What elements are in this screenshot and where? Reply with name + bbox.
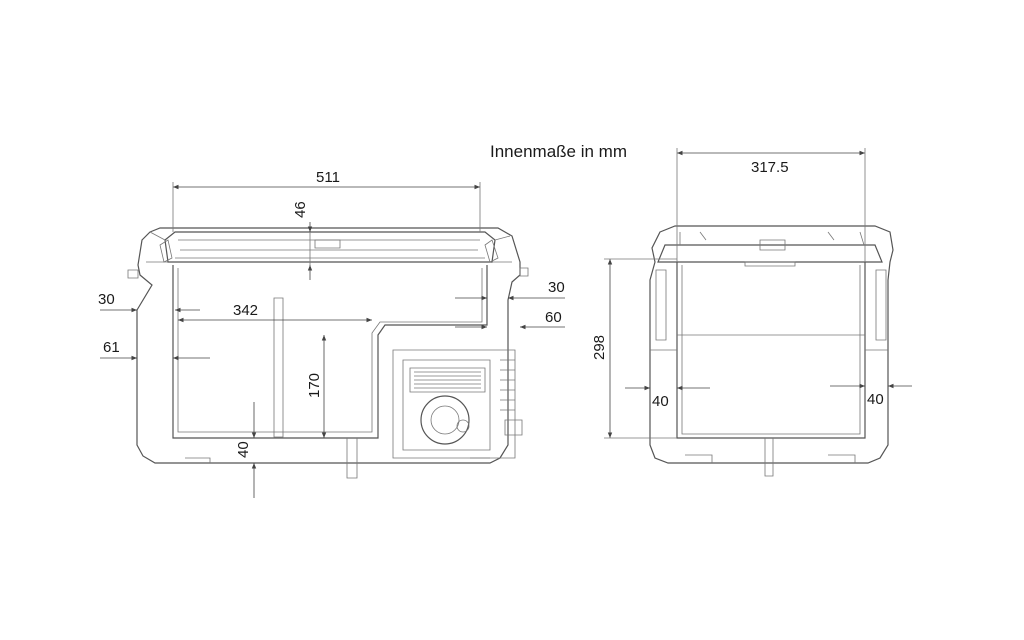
dim-298-label: 298	[591, 335, 608, 360]
dim-170-label: 170	[306, 373, 323, 398]
dim-61-label: 61	[103, 339, 120, 356]
side-inner-cavity	[676, 262, 866, 439]
side-lid	[657, 244, 883, 263]
dim-342-label: 342	[233, 302, 258, 319]
dim-317-label: 317.5	[751, 159, 789, 176]
dim-40-left-label: 40	[652, 393, 669, 410]
caption: Innenmaße in mm	[490, 142, 627, 161]
dim-60-label: 60	[545, 309, 562, 326]
front-lid	[164, 231, 496, 263]
dim-30-left-label: 30	[98, 291, 115, 308]
dim-40-floor-label: 40	[235, 441, 252, 458]
dim-46-label: 46	[292, 201, 309, 218]
front-view: 511 46 30 342 30 60 61 170 40	[98, 169, 565, 498]
dim-30-right-label: 30	[548, 279, 565, 296]
side-outer-body	[649, 225, 894, 464]
compressor-compartment	[392, 349, 523, 459]
side-view: 317.5 298 40 40	[591, 148, 912, 477]
dim-511-label: 511	[316, 169, 340, 186]
front-inner-cavity	[172, 265, 488, 439]
dim-40-right-label: 40	[867, 391, 884, 408]
front-outer-body	[136, 227, 521, 464]
